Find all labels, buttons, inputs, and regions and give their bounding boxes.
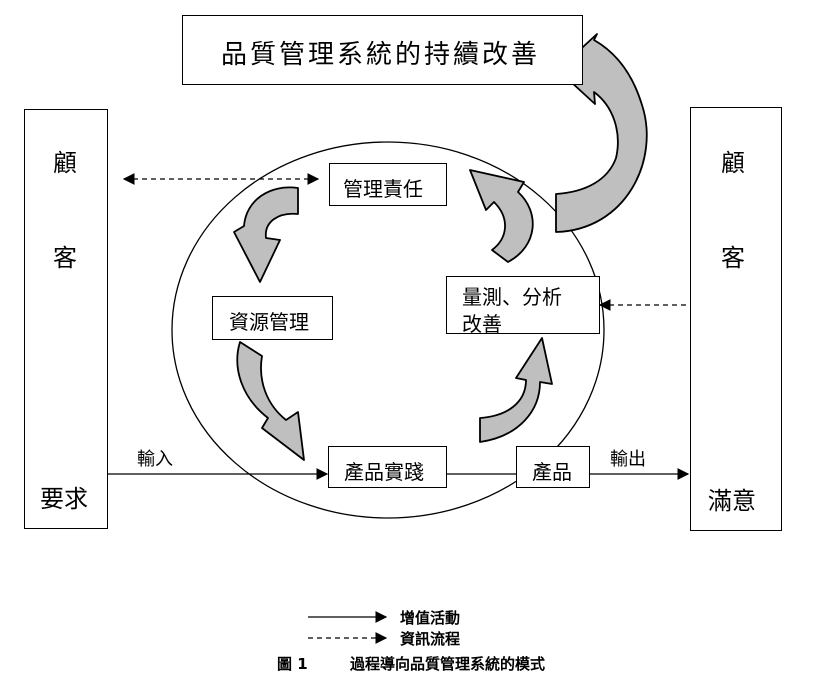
product-label: 產品 bbox=[532, 460, 572, 484]
figure-number: 圖 1 bbox=[277, 655, 308, 673]
legend-information-flow-label: 資訊流程 bbox=[400, 630, 461, 648]
measurement-analysis-label-1: 量測、分析 bbox=[462, 285, 562, 309]
product-box bbox=[516, 446, 590, 488]
right-customer-char2: 客 bbox=[721, 244, 745, 272]
left-customer-char1: 顧 bbox=[53, 149, 77, 177]
right-customer-box bbox=[690, 107, 782, 531]
cycle-arrow-measurement-to-mgmt bbox=[469, 169, 534, 263]
cycle-arrow-realization-to-measurement bbox=[479, 337, 553, 443]
input-label: 輸入 bbox=[137, 449, 173, 470]
process-ellipse bbox=[171, 141, 605, 519]
right-customer-satisfaction: 滿意 bbox=[708, 487, 756, 515]
figure-caption: 過程導向品質管理系統的模式 bbox=[350, 655, 546, 673]
title-box bbox=[182, 15, 583, 85]
legend-value-added-label: 增值活動 bbox=[400, 609, 461, 627]
output-label: 輸出 bbox=[610, 449, 646, 470]
resource-management-label: 資源管理 bbox=[229, 310, 309, 334]
right-customer-char1: 顧 bbox=[721, 149, 745, 177]
left-customer-char2: 客 bbox=[53, 244, 77, 272]
left-customer-box bbox=[24, 109, 108, 529]
left-customer-requirements: 要求 bbox=[40, 485, 88, 513]
resource-management-box bbox=[212, 296, 333, 340]
measurement-analysis-box bbox=[446, 276, 600, 334]
management-responsibility-box bbox=[329, 163, 447, 206]
management-responsibility-label: 管理責任 bbox=[343, 177, 423, 201]
measurement-analysis-label-2: 改善 bbox=[462, 312, 502, 336]
cycle-arrow-resources-to-realization bbox=[236, 341, 305, 461]
product-realization-label: 產品實踐 bbox=[344, 460, 424, 484]
cycle-arrow-mgmt-to-resources bbox=[233, 186, 299, 283]
product-realization-box bbox=[328, 446, 447, 488]
title-text: 品質管理系統的持續改善 bbox=[221, 40, 541, 70]
